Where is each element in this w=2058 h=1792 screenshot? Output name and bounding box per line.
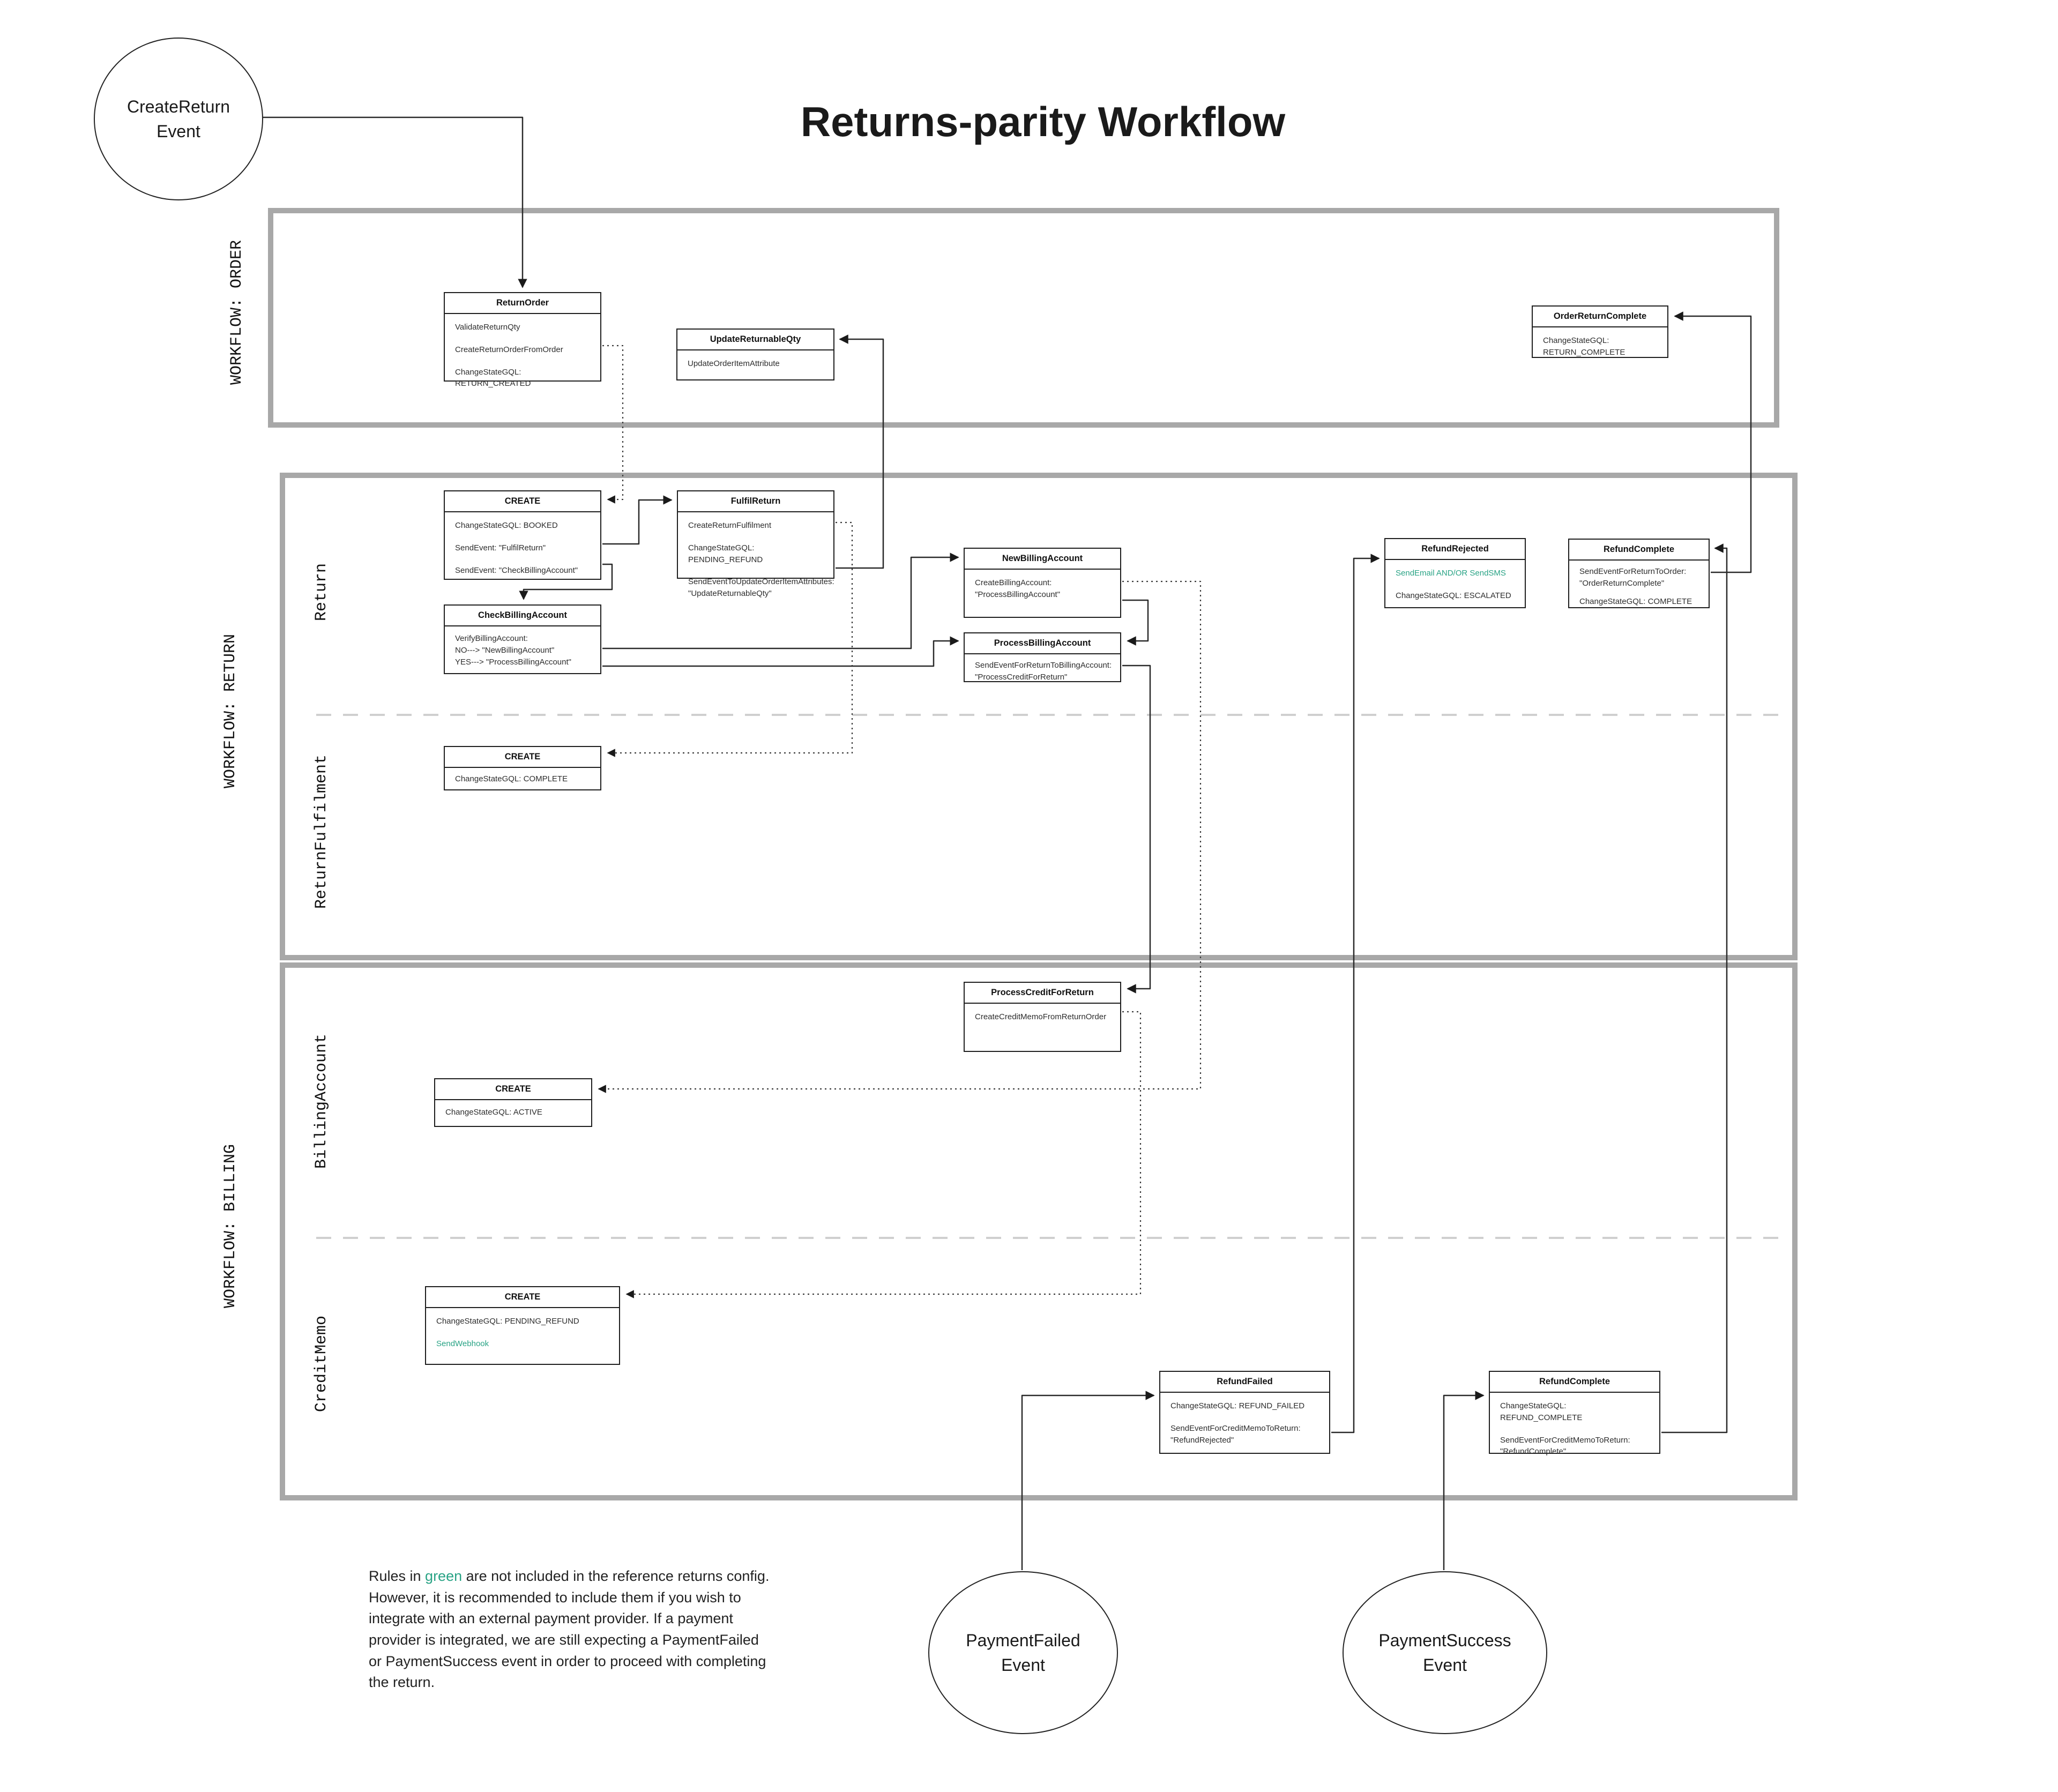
rule: CreateCreditMemoFromReturnOrder: [975, 1012, 1107, 1021]
event-payment-failed: PaymentFailed Event: [928, 1571, 1118, 1734]
node-title: ProcessBillingAccount: [965, 633, 1120, 654]
lane-label-return: WORKFLOW: RETURN: [221, 633, 240, 789]
node-credit-memo-create: CREATE ChangeStateGQL: PENDING_REFUND Se…: [425, 1286, 620, 1365]
sublane-label-billing-account: BillingAccount: [312, 1033, 331, 1169]
event-payment-success: PaymentSuccess Event: [1343, 1571, 1547, 1734]
rule: VerifyBillingAccount: NO---> "NewBilling…: [455, 634, 571, 667]
node-title: ReturnOrder: [445, 293, 600, 314]
rule: ChangeStateGQL: BOOKED: [455, 521, 558, 530]
node-title: UpdateReturnableQty: [677, 330, 833, 350]
sublane-label-return: Return: [312, 563, 331, 622]
sublane-label-return-fulfilment: ReturnFulfilment: [312, 754, 331, 909]
node-title: RefundComplete: [1490, 1372, 1659, 1393]
rule: ValidateReturnQty: [455, 323, 520, 332]
node-fulfil-return: FulfilReturn CreateReturnFulfilment Chan…: [677, 490, 834, 598]
rule: ChangeStateGQL: ESCALATED: [1396, 591, 1511, 600]
rule: ChangeStateGQL: RETURN_CREATED: [455, 367, 531, 389]
rule: ChangeStateGQL: REFUND_FAILED: [1170, 1401, 1305, 1410]
rule: ChangeStateGQL: COMPLETE: [455, 774, 568, 783]
rule: CreateReturnFulfilment: [688, 521, 772, 530]
rule: SendEventForCreditMemoToReturn: "RefundR…: [1170, 1423, 1301, 1445]
lane-workflow-order: [268, 208, 1779, 428]
node-order-return-complete: OrderReturnComplete ChangeStateGQL: RETU…: [1532, 305, 1668, 358]
lane-label-order: WORKFLOW: ORDER: [228, 240, 246, 385]
rule: SendEventForReturnToOrder: "OrderReturnC…: [1579, 567, 1687, 588]
event-create-return: CreateReturn Event: [94, 38, 263, 200]
node-title: NewBillingAccount: [965, 549, 1120, 570]
rule: SendEmail AND/OR SendSMS: [1396, 569, 1506, 578]
footnote-green-word: green: [425, 1568, 463, 1584]
node-title: RefundFailed: [1160, 1372, 1329, 1393]
footnote: Rules in green are not included in the r…: [369, 1566, 770, 1693]
rule: ChangeStateGQL: RETURN_COMPLETE: [1543, 336, 1625, 357]
node-title: OrderReturnComplete: [1533, 307, 1667, 327]
node-return-fulfilment-create: CREATE ChangeStateGQL: COMPLETE: [444, 746, 601, 790]
node-title: CheckBillingAccount: [445, 606, 600, 626]
node-refund-complete-return: RefundComplete SendEventForReturnToOrder…: [1568, 539, 1710, 608]
rule: SendEventForCreditMemoToReturn: "RefundC…: [1500, 1435, 1630, 1457]
sublane-label-credit-memo: CreditMemo: [312, 1315, 331, 1413]
node-title: CREATE: [445, 747, 600, 768]
node-refund-failed: RefundFailed ChangeStateGQL: REFUND_FAIL…: [1159, 1371, 1330, 1454]
node-process-billing-account: ProcessBillingAccount SendEventForReturn…: [964, 632, 1121, 682]
lane-label-billing: WORKFLOW: BILLING: [221, 1144, 240, 1309]
node-title: FulfilReturn: [678, 491, 833, 512]
node-return-create: CREATE ChangeStateGQL: BOOKED SendEvent:…: [444, 490, 601, 580]
page-title: Returns-parity Workflow: [800, 98, 1286, 145]
rule: CreateReturnOrderFromOrder: [455, 345, 563, 354]
node-title: RefundComplete: [1569, 540, 1709, 561]
node-billing-account-create: CREATE ChangeStateGQL: ACTIVE: [434, 1078, 592, 1127]
rule: SendEventToUpdateOrderItemAttributes: "U…: [688, 577, 834, 598]
node-new-billing-account: NewBillingAccount CreateBillingAccount: …: [964, 548, 1121, 618]
footnote-text: are not included in the reference return…: [369, 1568, 770, 1691]
node-process-credit-for-return: ProcessCreditForReturn CreateCreditMemoF…: [964, 982, 1121, 1052]
event-label: CreateReturn Event: [126, 96, 230, 141]
node-title: CREATE: [426, 1287, 619, 1308]
node-check-billing-account: CheckBillingAccount VerifyBillingAccount…: [444, 604, 601, 674]
node-title: CREATE: [435, 1079, 591, 1100]
node-return-order: ReturnOrder ValidateReturnQty CreateRetu…: [444, 292, 601, 388]
rule: ChangeStateGQL: COMPLETE: [1579, 596, 1692, 606]
node-refund-complete-billing: RefundComplete ChangeStateGQL: REFUND_CO…: [1489, 1371, 1660, 1456]
rule: ChangeStateGQL: ACTIVE: [445, 1108, 542, 1117]
rule: UpdateOrderItemAttribute: [688, 359, 780, 368]
rule: ChangeStateGQL: PENDING_REFUND: [688, 543, 763, 564]
footnote-text: Rules in: [369, 1568, 426, 1584]
rule: ChangeStateGQL: PENDING_REFUND: [436, 1317, 579, 1326]
node-title: CREATE: [445, 491, 600, 512]
rule: CreateBillingAccount: "ProcessBillingAcc…: [975, 578, 1061, 599]
rule: SendEventForReturnToBillingAccount: "Pro…: [975, 661, 1112, 682]
event-label: PaymentSuccess Event: [1378, 1630, 1511, 1675]
event-label: PaymentFailed Event: [966, 1630, 1080, 1675]
node-title: ProcessCreditForReturn: [965, 983, 1120, 1004]
rule: SendEvent: "FulfilReturn": [455, 543, 546, 552]
node-update-returnable-qty: UpdateReturnableQty UpdateOrderItemAttri…: [676, 328, 834, 380]
rule: SendEvent: "CheckBillingAccount": [455, 565, 578, 575]
node-title: RefundRejected: [1385, 539, 1525, 560]
rule: SendWebhook: [436, 1339, 489, 1348]
rule: ChangeStateGQL: REFUND_COMPLETE: [1500, 1401, 1583, 1422]
node-refund-rejected: RefundRejected SendEmail AND/OR SendSMS …: [1384, 538, 1526, 608]
